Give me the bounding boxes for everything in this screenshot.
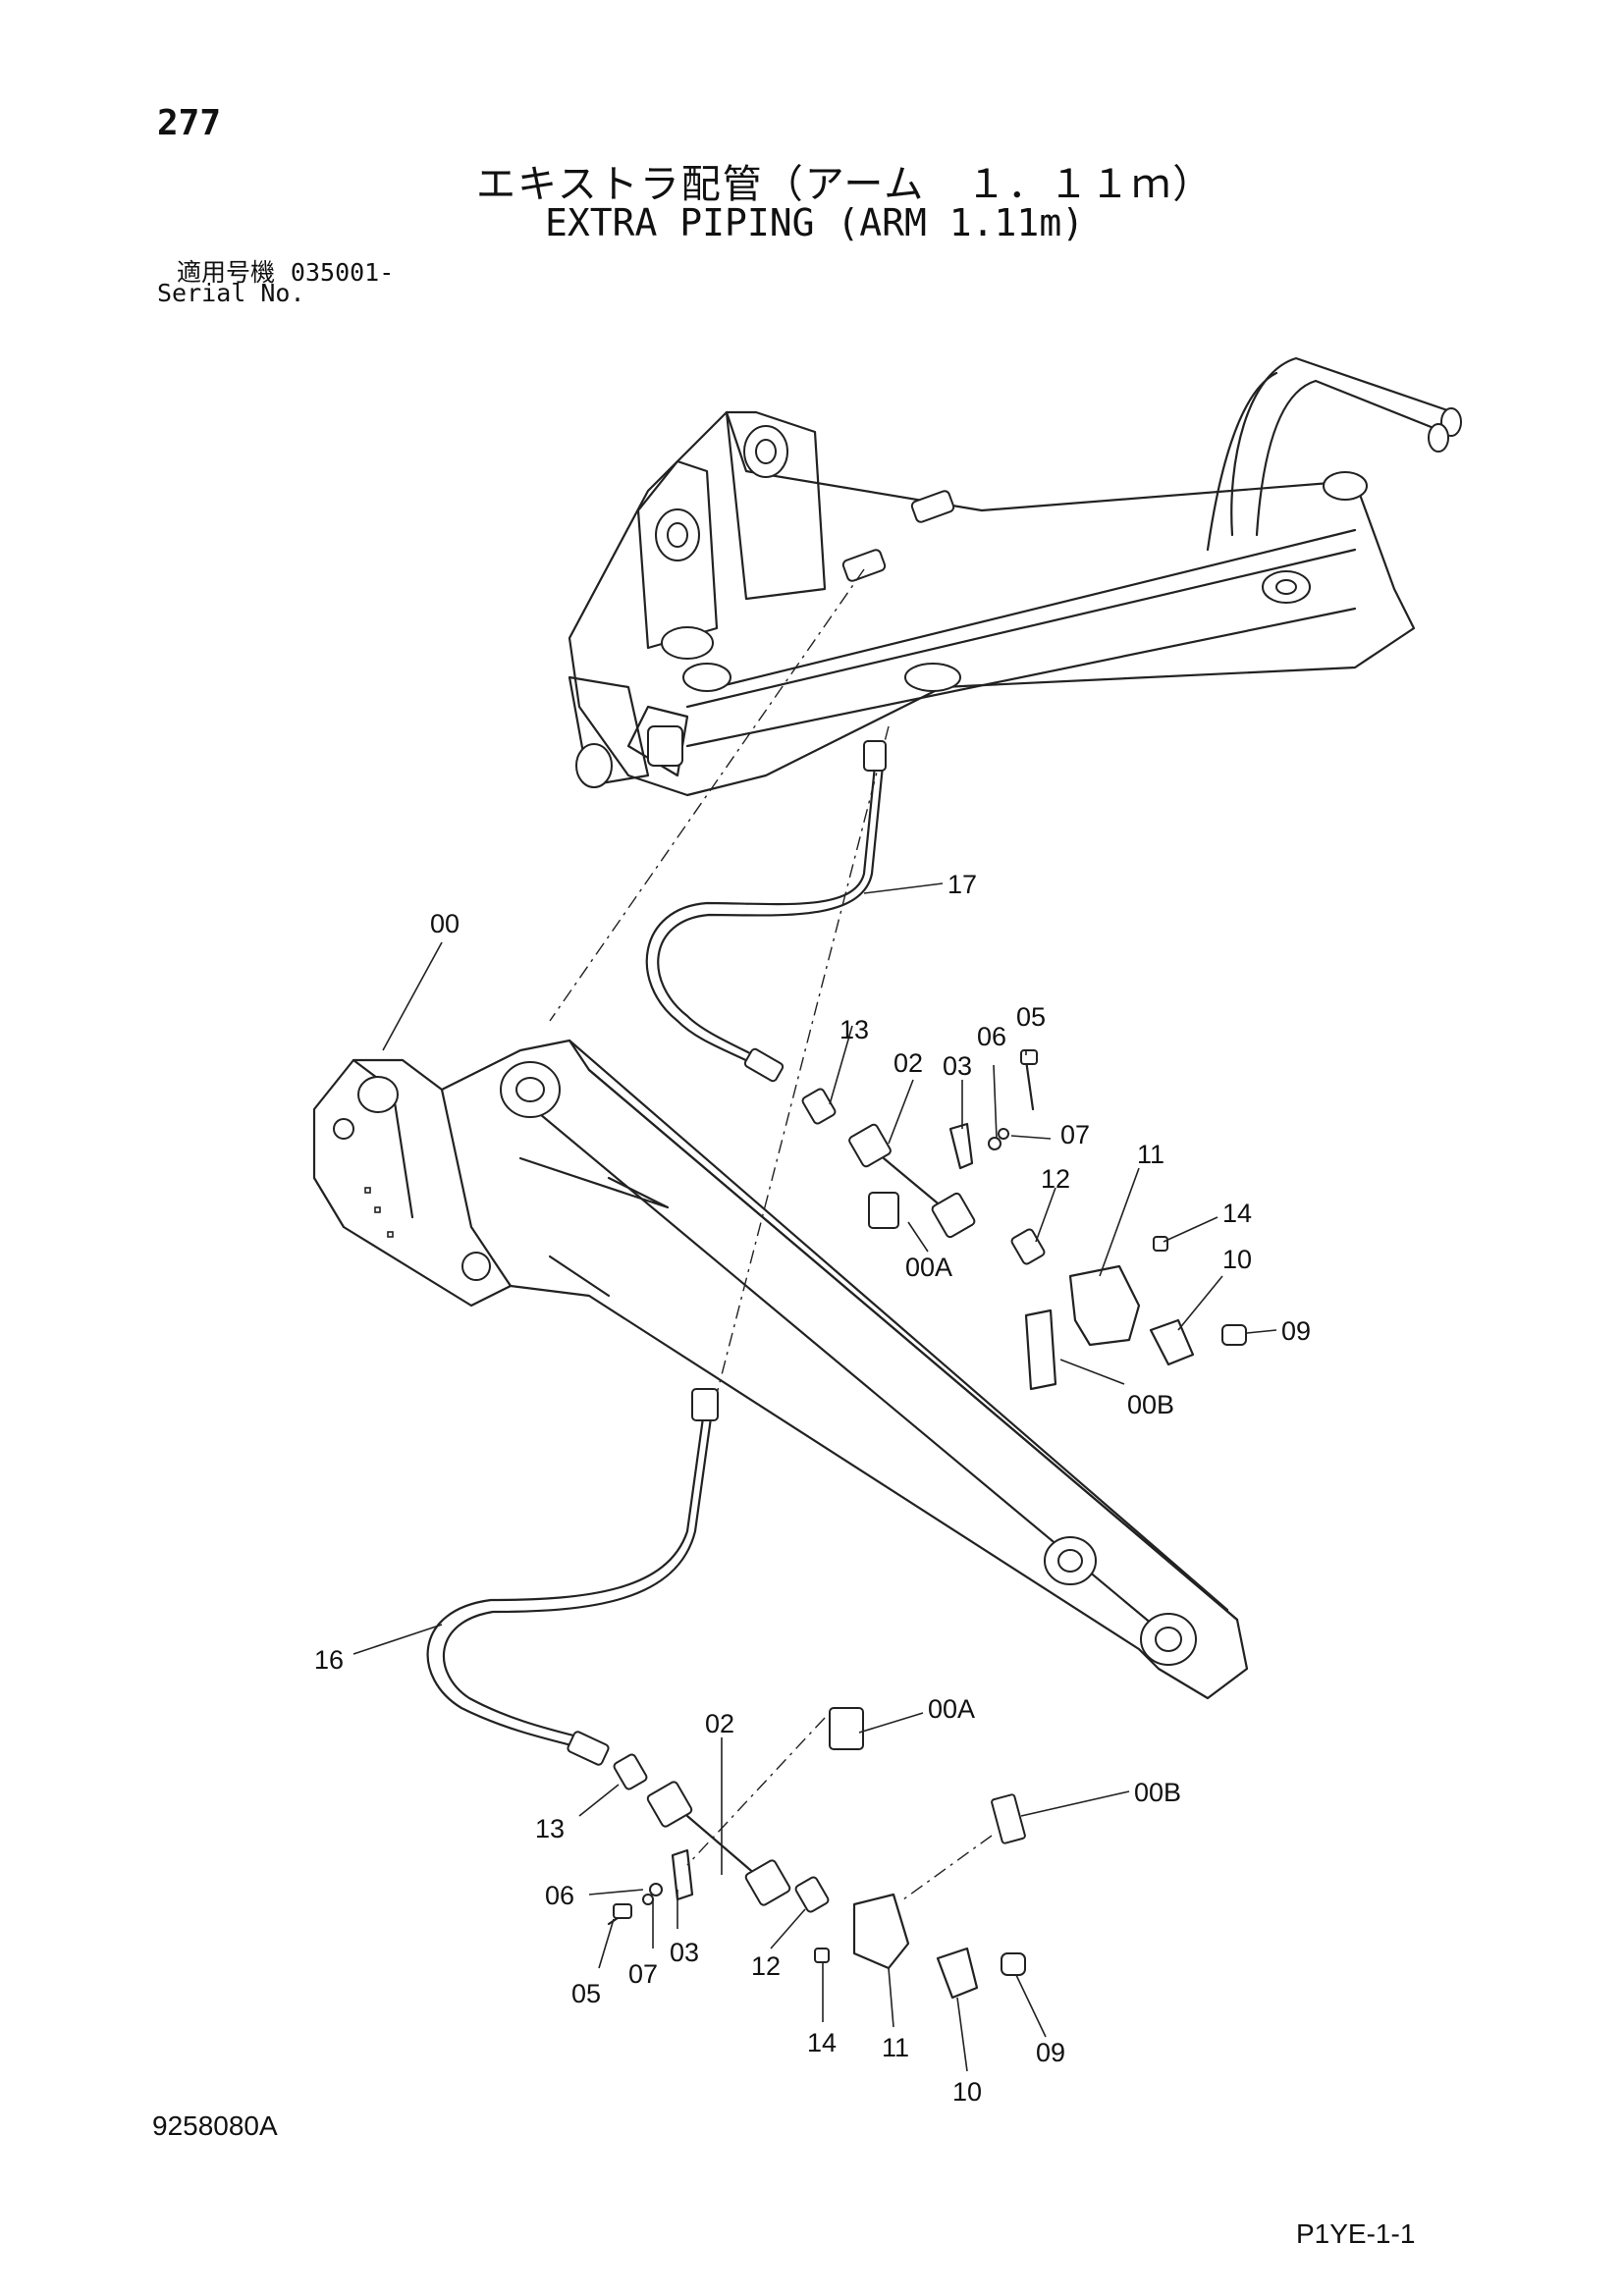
callout-00: 00 [430, 909, 460, 938]
callout-05-upper: 05 [1016, 1002, 1046, 1032]
serial-label-jp-text: 適用号機 [177, 258, 276, 287]
callout-09-lower: 09 [1036, 2038, 1065, 2067]
lower-fitting-set [607, 1707, 1026, 2000]
callout-13-lower: 13 [535, 1814, 565, 1843]
callout-17: 17 [947, 870, 977, 899]
leader-lines [352, 882, 1277, 2072]
callout-05-lower: 05 [571, 1979, 601, 2008]
callout-11-upper: 11 [1137, 1140, 1164, 1169]
callout-02-lower: 02 [705, 1709, 734, 1738]
page-code: P1YE-1-1 [1296, 2218, 1416, 2249]
callout-12-upper: 12 [1041, 1164, 1070, 1194]
callout-03-lower: 03 [670, 1938, 699, 1967]
title-english: EXTRA PIPING (ARM 1.11m) [545, 201, 1085, 244]
callout-12-lower: 12 [751, 1951, 781, 1981]
centerline-upper-right [716, 725, 890, 1395]
callout-labels: 00 17 13 02 03 06 05 07 11 12 14 10 09 0… [314, 870, 1311, 2107]
arm-body [312, 1039, 1249, 1700]
serial-label-japanese: 適用号機 035001- [177, 253, 394, 289]
callout-09-upper: 09 [1281, 1316, 1311, 1346]
callout-16: 16 [314, 1645, 344, 1675]
hose-17 [645, 740, 887, 1083]
serial-value: 035001- [290, 258, 395, 287]
callout-02-upper: 02 [893, 1048, 923, 1078]
callout-10-lower: 10 [952, 2077, 982, 2107]
callout-11-lower: 11 [882, 2033, 909, 2062]
boom-assembly [568, 356, 1462, 797]
callout-06-upper: 06 [977, 1022, 1006, 1051]
hose-16 [426, 1388, 719, 1766]
centerline-upper-left [549, 568, 865, 1022]
serial-label-english: Serial No. [157, 279, 305, 307]
callout-14-lower: 14 [807, 2028, 837, 2057]
callout-07-upper: 07 [1060, 1120, 1090, 1149]
callout-10-upper: 10 [1222, 1245, 1252, 1274]
upper-fitting-set [801, 1049, 1247, 1391]
callout-06-lower: 06 [545, 1881, 574, 1910]
callout-00A-upper: 00A [905, 1253, 952, 1282]
callout-00A-lower: 00A [928, 1694, 975, 1724]
document-number: 9258080A [152, 2110, 278, 2141]
callout-00B-lower: 00B [1134, 1778, 1181, 1807]
page-number: 277 [157, 103, 222, 143]
centerline-lower-00a [686, 1717, 826, 1866]
callout-00B-upper: 00B [1127, 1390, 1174, 1419]
callout-07-lower: 07 [628, 1959, 658, 1989]
callout-13-upper: 13 [839, 1015, 869, 1044]
callout-14-upper: 14 [1222, 1199, 1252, 1228]
callout-03-upper: 03 [943, 1051, 972, 1081]
title-japanese: エキストラ配管（アーム １．１１ｍ） [476, 162, 1215, 207]
centerline-lower-00b [902, 1835, 993, 1900]
